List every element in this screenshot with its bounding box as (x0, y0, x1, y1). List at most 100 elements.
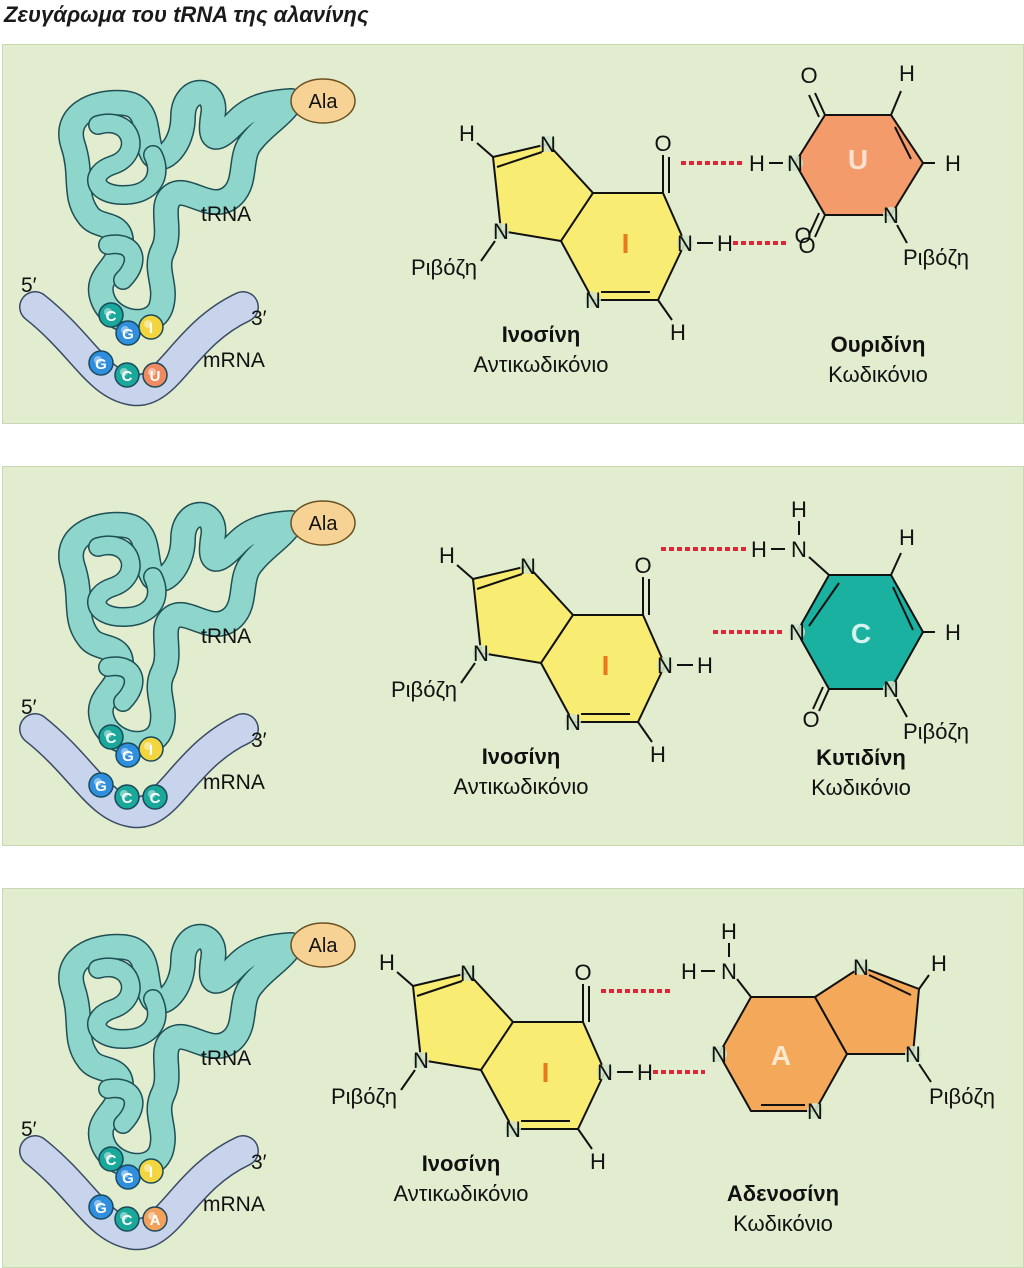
bond (657, 299, 673, 321)
ribose-label: Ριβόζη (411, 255, 477, 280)
bond (480, 240, 496, 262)
nucleoside-role: Κωδικόνιο (733, 1211, 833, 1236)
nucleoside-name: Ουριδίνη (831, 332, 926, 357)
page-title: Ζευγάρωμα του tRNA της αλανίνης (4, 2, 369, 27)
base-letter: I (602, 650, 610, 681)
atom-label: H (749, 151, 765, 176)
nucleoside-name: Κυτιδίνη (816, 745, 906, 770)
trna-label: tRNA (201, 625, 251, 648)
atom-label: H (379, 950, 395, 975)
atom-label: N (585, 288, 601, 313)
bond (400, 1069, 416, 1091)
atom-highlight (807, 1103, 823, 1119)
bond (896, 698, 908, 718)
adenine-five-ring (813, 965, 921, 1055)
trna-body (59, 503, 303, 756)
atom-label: H (681, 959, 697, 984)
five-prime-label: 5′ (21, 1118, 37, 1141)
nucleotide-letter: G (122, 326, 134, 343)
nucleotide-letter: G (95, 778, 107, 795)
codon-nucleotide: C (142, 784, 168, 810)
trna-label: tRNA (201, 203, 251, 226)
atom-label: O (802, 707, 819, 732)
bond (736, 978, 752, 998)
trna-loop (88, 114, 166, 289)
atom-label: H (945, 620, 961, 645)
atom-label: H (439, 543, 455, 568)
codon-nucleotide: C (114, 1206, 140, 1232)
amino-acid-label: Ala (309, 513, 339, 535)
codon-nucleotide: U (142, 362, 168, 388)
nucleoside-role: Αντικωδικόνιο (454, 774, 589, 799)
atom-highlight (883, 681, 899, 697)
bond (808, 556, 830, 576)
bond (808, 94, 820, 118)
nucleoside-name: Ινοσίνη (502, 322, 581, 347)
atom-label: O (800, 63, 817, 88)
atom-label: N (677, 231, 693, 256)
ribose-label: Ριβόζη (391, 677, 457, 702)
codon-nucleotide: A (142, 1206, 168, 1232)
bond (892, 586, 914, 631)
atom-label: H (697, 653, 713, 678)
five-prime-label: 5′ (21, 696, 37, 719)
nucleotide-letter: A (150, 1212, 161, 1229)
atom-label: H (899, 61, 915, 86)
five-prime-label: 5′ (21, 274, 37, 297)
anticodon-nucleotide: C (98, 302, 124, 328)
atom-label: H (899, 525, 915, 550)
atom-highlight (520, 558, 536, 574)
atom-label: N (853, 955, 869, 980)
bond (814, 92, 826, 116)
atom-label: N (565, 710, 581, 735)
ribose-label: Ριβόζη (331, 1084, 397, 1109)
anticodon-nucleotide: I (138, 736, 164, 762)
mrna-label: mRNA (203, 771, 265, 794)
atom-label: N (473, 641, 489, 666)
nucleotide-letter: I (149, 742, 153, 759)
atom-label: N (413, 1048, 429, 1073)
atom-label: N (791, 537, 807, 562)
atom-highlight (853, 959, 869, 975)
bond (818, 688, 830, 712)
atom-label: H (717, 231, 733, 256)
base-letter: I (622, 228, 630, 259)
bond (814, 214, 826, 238)
amino-acid-label: Ala (309, 91, 339, 113)
bond (496, 151, 543, 168)
nucleoside-name: Ινοσίνη (422, 1151, 501, 1176)
nucleotide-letter: C (122, 790, 133, 807)
ribose-label: Ριβόζη (903, 719, 969, 744)
trna-loop (88, 536, 166, 711)
bond (890, 552, 902, 576)
mrna-strand (20, 292, 258, 405)
nucleotide-letter: C (122, 368, 133, 385)
atom-label: N (787, 151, 803, 176)
atom-label: O (574, 960, 591, 985)
atom-label: N (807, 1099, 823, 1124)
atom-highlight (585, 292, 601, 308)
nucleotide-letter: G (122, 748, 134, 765)
codon-nucleotide: G (88, 350, 114, 376)
atom-label: H (945, 151, 961, 176)
base-letter: C (851, 618, 871, 649)
bond (868, 974, 912, 996)
three-prime-label: 3′ (251, 307, 267, 330)
anticodon-nucleotide: G (115, 1164, 141, 1190)
atom-highlight (473, 645, 489, 661)
nucleoside-name: Ινοσίνη (482, 744, 561, 769)
atom-label: H (791, 497, 807, 522)
amino-acid-oval (290, 78, 356, 124)
trna-body (59, 925, 303, 1178)
atom-label: H (931, 951, 947, 976)
nucleotide-letter: G (95, 1200, 107, 1217)
trna-label: tRNA (201, 1047, 251, 1070)
